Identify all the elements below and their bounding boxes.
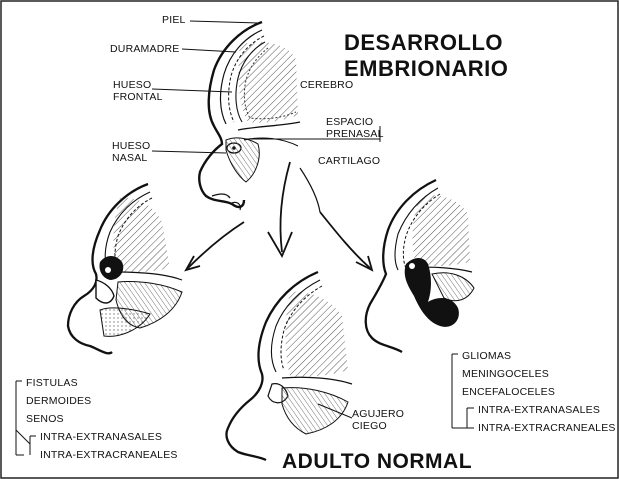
right-list-item: MENINGOCELES [462,368,549,380]
left-list-item: SENOS [26,413,64,425]
left-list-sub-item: INTRA-EXTRANASALES [40,431,162,443]
label-hueso-frontal-line2: FRONTAL [113,91,163,103]
left-list-item: FISTULAS [26,377,78,389]
label-hueso-nasal-line1: HUESO [112,140,150,152]
right-list-item: GLIOMAS [462,350,511,362]
label-cerebro: CEREBRO [300,79,353,91]
right-list-sub-item: INTRA-EXTRACRANEALES [478,422,616,434]
label-espacio-prenasal-line1: ESPACIO [326,116,373,128]
title-adulto-normal: ADULTO NORMAL [282,450,472,474]
head-right-anomaly [366,180,474,352]
label-duramadre: DURAMADRE [110,43,179,55]
label-espacio-prenasal-line2: PRENASAL [326,128,384,140]
arrow-to-right [320,212,370,268]
label-hueso-nasal-line2: NASAL [112,152,147,164]
left-list-item: DERMOIDES [26,395,91,407]
label-piel: PIEL [162,14,186,26]
title-desarrollo: DESARROLLO [344,30,503,56]
right-list-item: ENCEFALOCELES [462,386,555,398]
arrows [186,162,372,270]
label-agujero-ciego-line2: CIEGO [352,420,387,432]
label-cartilago: CARTILAGO [318,155,380,167]
right-list-sub-item: INTRA-EXTRANASALES [478,404,600,416]
label-hueso-frontal-line1: HUESO [113,79,151,91]
label-agujero-ciego-line1: AGUJERO [352,408,404,420]
arrow-to-left [188,222,244,268]
head-left-anomaly [68,184,182,353]
title-embrionario: EMBRIONARIO [344,56,508,82]
left-list-sub-item: INTRA-EXTRACRANEALES [40,449,178,461]
head-adult [226,272,352,460]
